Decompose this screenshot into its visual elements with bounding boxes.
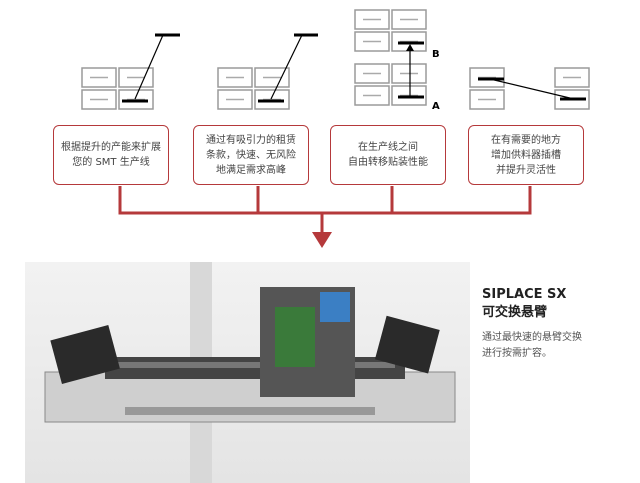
gantry-illustration [44, 262, 456, 483]
diagram-lease [218, 33, 318, 109]
diagram-transfer: B A [355, 10, 440, 112]
diagram-feeder [469, 67, 590, 110]
product-subtitle: 可交换悬臂 [482, 305, 548, 320]
label-a: A [432, 101, 440, 112]
feature-box-feeder: 在有需要的地方 增加供料器插槽 并提升灵活性 [468, 125, 584, 185]
connector-lines [118, 186, 532, 234]
feature-box-lease: 通过有吸引力的租赁 条款，快速、无风险 地满足需求高峰 [193, 125, 309, 185]
feature-box-transfer: 在生产线之间 自由转移贴装性能 [330, 125, 446, 185]
diagram-expand [82, 33, 180, 109]
product-info: SIPLACE SX 可交换悬臂 通过最快速的悬臂交换 进行按需扩容。 [482, 286, 632, 362]
product-description: 通过最快速的悬臂交换 进行按需扩容。 [482, 332, 582, 359]
feature-diagrams: B A [0, 0, 590, 248]
feature-box-expand: 根据提升的产能来扩展 您的 SMT 生产线 [53, 125, 169, 185]
label-b: B [432, 49, 440, 60]
product-title: SIPLACE SX [482, 287, 567, 302]
down-arrow-icon [312, 232, 332, 248]
gantry-photo [25, 262, 470, 483]
